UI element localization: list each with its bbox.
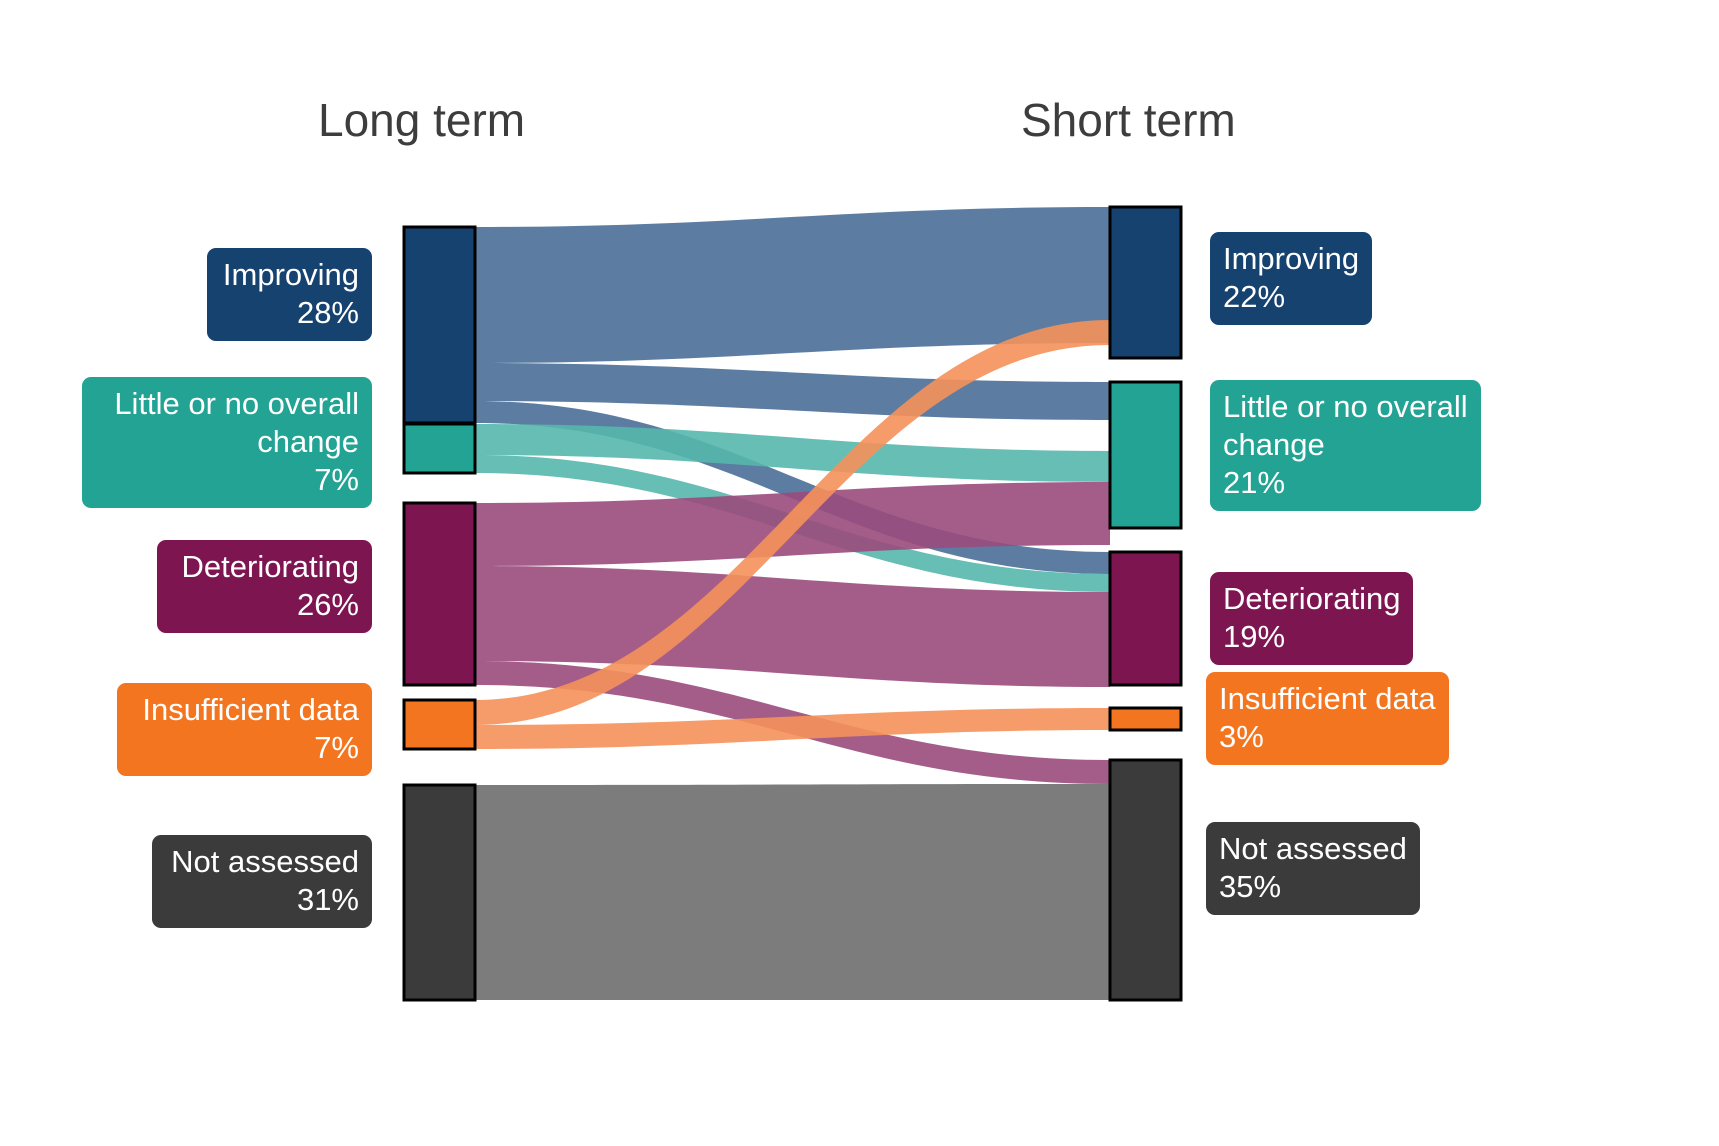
node-label-line: 28% (296, 295, 359, 330)
node-label-line: 7% (314, 462, 359, 497)
sankey-link-improving-2[interactable] (475, 401, 1110, 574)
sankey-node-short-term-little_change[interactable] (1108, 380, 1183, 530)
sankey-node-long-term-little_change[interactable] (402, 422, 477, 475)
sankey-node-long-term-deteriorating[interactable] (402, 501, 477, 687)
node-label-line: Little or no overall (114, 386, 359, 421)
node-label-line: 31% (296, 882, 359, 917)
sankey-node-short-term-insufficient[interactable] (1108, 706, 1183, 732)
column-title-left: Long term (318, 94, 526, 146)
sankey-link-improving-0[interactable] (475, 207, 1110, 363)
sankey-link-not_assessed-10[interactable] (475, 784, 1110, 1000)
node-label-line: 26% (296, 587, 359, 622)
node-label-line: 7% (314, 730, 359, 765)
node-label-line: Insufficient data (1219, 681, 1436, 716)
node-label-line: change (1223, 427, 1325, 462)
node-label-line: Improving (222, 257, 359, 292)
sankey-node-long-term-insufficient[interactable] (402, 698, 477, 751)
node-label-line: Deteriorating (1223, 581, 1401, 616)
column-title-right: Short term (1021, 94, 1236, 146)
node-label-line: 19% (1223, 619, 1286, 654)
link-layer (475, 207, 1110, 1000)
node-label-line: Improving (1223, 241, 1360, 276)
node-label-line: 3% (1219, 719, 1264, 754)
sankey-node-short-term-not_assessed[interactable] (1108, 758, 1183, 1002)
sankey-link-insufficient-9[interactable] (475, 708, 1110, 749)
node-label-line: Little or no overall (1223, 389, 1468, 424)
node-label-line: Insufficient data (142, 692, 359, 727)
sankey-node-short-term-improving[interactable] (1108, 205, 1183, 360)
sankey-link-little_change-3[interactable] (475, 424, 1110, 482)
sankey-link-improving-1[interactable] (475, 363, 1110, 420)
sankey-node-short-term-deteriorating[interactable] (1108, 550, 1183, 687)
sankey-link-insufficient-8[interactable] (475, 320, 1110, 725)
node-label-line: 22% (1223, 279, 1286, 314)
node-label-line: Not assessed (171, 844, 359, 879)
sankey-node-long-term-improving[interactable] (402, 225, 477, 425)
node-layer (402, 205, 1183, 1002)
node-label-line: 21% (1223, 465, 1286, 500)
sankey-node-long-term-not_assessed[interactable] (402, 783, 477, 1002)
node-label-line: 35% (1219, 869, 1282, 904)
node-label-line: change (257, 424, 359, 459)
node-label-line: Deteriorating (181, 549, 359, 584)
node-label-line: Not assessed (1219, 831, 1407, 866)
